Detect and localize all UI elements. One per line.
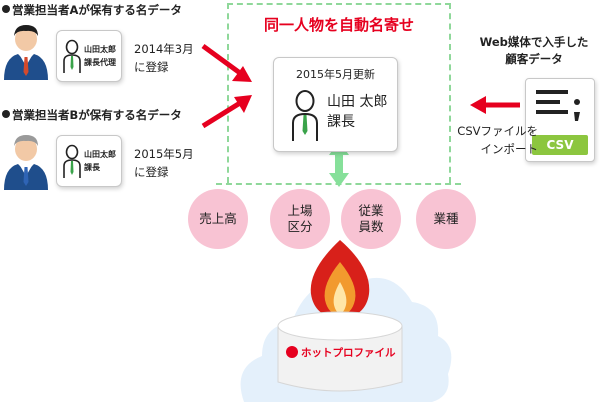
merged-business-card: 2015年5月更新 山田 太郎 課長: [273, 57, 398, 152]
person-a-title-text: 営業担当者Aが保有する名データ: [12, 3, 182, 17]
hot-profile-logo: ホットプロファイル: [301, 347, 396, 359]
merged-card-name: 山田 太郎: [327, 94, 388, 110]
web-label-line1: Web媒体で入手した: [479, 35, 589, 49]
csv-import-line2: インポート: [480, 142, 539, 156]
merged-card-text: 山田 太郎 課長: [327, 92, 387, 132]
attribute-label: 売上高: [199, 211, 237, 226]
salesperson-b-icon: [4, 135, 48, 190]
attribute-circle: 売上高: [188, 189, 248, 249]
arrow-csv-to-merged: [470, 96, 520, 114]
web-label-line2: 顧客データ: [505, 52, 563, 66]
attribute-circle: 上場区分: [270, 189, 330, 249]
attribute-label: 員数: [358, 219, 384, 234]
headline: 同一人物を自動名寄せ: [263, 16, 414, 34]
merge-area-border: [227, 3, 451, 183]
bullet-dot: [2, 5, 10, 13]
attribute-circle: 業種: [416, 189, 476, 249]
card-b-name: 山田太郎: [84, 150, 116, 159]
person-b-title-text: 営業担当者Bが保有する名データ: [12, 108, 182, 122]
person-outline-icon: [63, 144, 81, 178]
arrow-a-to-merged: [201, 43, 252, 82]
person-outline-icon: [292, 90, 318, 141]
arrow-b-to-merged: [201, 95, 252, 129]
salesperson-a-icon: [4, 25, 48, 80]
person-b-title: 営業担当者Bが保有する名データ: [2, 107, 182, 123]
card-b-date: 2015年5月: [134, 147, 194, 161]
card-b-registered: に登録: [134, 165, 169, 179]
card-a-registered: に登録: [134, 60, 169, 74]
card-b-text: 山田太郎 課長: [84, 148, 116, 174]
merged-card-position: 課長: [327, 114, 355, 130]
card-a-text: 山田太郎 課長代理: [84, 43, 116, 69]
card-a-date: 2014年3月: [134, 42, 194, 56]
attribute-label: 区分: [287, 219, 313, 234]
card-b-note: 2015年5月 に登録: [134, 145, 194, 181]
csv-file-icon: CSV: [525, 78, 595, 162]
attribute-label: 上場: [287, 203, 313, 218]
merged-card-updated: 2015年5月更新: [296, 68, 375, 81]
candle-body: [277, 311, 403, 392]
bullet-dot: [2, 110, 10, 118]
card-b-position: 課長: [84, 163, 100, 172]
attribute-circle: 従業員数: [341, 189, 401, 249]
business-card-a: 山田太郎 課長代理: [56, 30, 122, 82]
attribute-label: 従業: [358, 203, 384, 218]
flame-icon: [310, 240, 370, 320]
person-a-title: 営業担当者Aが保有する名データ: [2, 2, 182, 18]
business-card-b: 山田太郎 課長: [56, 135, 122, 187]
text-lines-icon: [536, 90, 580, 121]
card-a-note: 2014年3月 に登録: [134, 40, 194, 76]
card-a-position: 課長代理: [84, 58, 116, 67]
web-data-label: Web媒体で入手した 顧客データ: [470, 34, 598, 68]
attribute-label: 業種: [433, 211, 459, 226]
person-outline-icon: [63, 39, 81, 73]
csv-import-label: CSVファイルを インポート: [448, 122, 538, 158]
card-a-name: 山田太郎: [84, 45, 116, 54]
csv-import-line1: CSVファイルを: [457, 124, 538, 138]
csv-badge: CSV: [532, 135, 588, 155]
